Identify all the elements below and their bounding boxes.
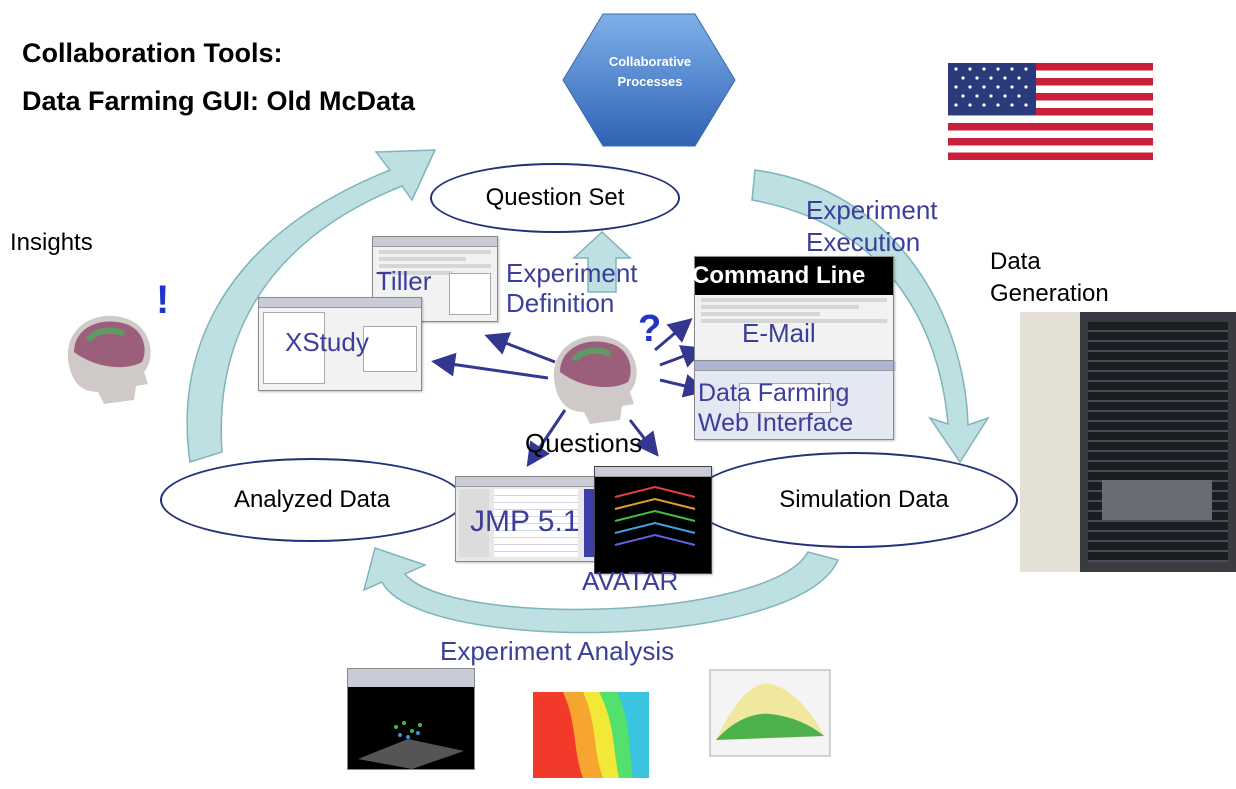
label-experiment-definition-line-1: Experiment	[506, 258, 638, 288]
email-screenshot	[694, 256, 894, 370]
label-experiment-analysis: Experiment Analysis	[440, 636, 675, 666]
hexagon-label: Collaborative Processes	[598, 52, 702, 92]
label-data-generation-line-2: Generation	[990, 280, 1109, 307]
web-interface-screenshot	[694, 360, 894, 440]
label-experiment-execution: Experiment Execution	[806, 194, 938, 258]
analysis-surface-chart-image	[709, 669, 831, 757]
cycle-arrow-execution	[751, 169, 990, 464]
hexagon-label-line-2: Processes	[617, 74, 683, 89]
label-data-generation-line-1: Data	[990, 248, 1041, 275]
analysis-3d-plot-image	[347, 668, 475, 770]
label-experiment-execution-line-2: Execution	[806, 227, 921, 257]
insight-head-icon	[67, 315, 151, 404]
label-jmp: JMP 5.1	[470, 505, 580, 538]
label-email: E-Mail	[742, 318, 816, 348]
title-line-2: Data Farming GUI: Old McData	[22, 86, 416, 116]
label-experiment-definition-line-2: Definition	[506, 288, 615, 318]
node-question-set-label: Question Set	[485, 184, 625, 211]
node-simulation-data: Simulation Data	[690, 452, 1018, 548]
server-rack-photo	[1020, 312, 1236, 572]
question-mark: ?	[638, 308, 662, 350]
cycle-arrow-analysis	[362, 547, 840, 634]
label-questions: Questions	[525, 428, 643, 458]
exclamation-mark: !	[156, 278, 170, 322]
label-experiment-definition: Experiment Definition	[506, 258, 638, 318]
label-command-line: Command Line	[692, 262, 866, 289]
arrow-experiment-definition	[572, 230, 632, 293]
label-insights: Insights	[10, 229, 93, 256]
label-web-interface: Data Farming Web Interface	[698, 378, 853, 438]
avatar-screenshot	[594, 466, 712, 574]
node-question-set: Question Set	[430, 163, 680, 233]
collaborative-processes-hexagon	[562, 13, 736, 147]
node-analyzed-data: Analyzed Data	[160, 458, 464, 542]
analysis-contour-map-image	[533, 692, 649, 778]
tiller-screenshot	[372, 236, 498, 322]
label-xstudy: XStudy	[285, 327, 369, 357]
label-web-interface-line-2: Web Interface	[698, 409, 854, 437]
questions-head-icon	[553, 335, 637, 424]
hexagon-label-line-1: Collaborative	[608, 54, 692, 69]
label-experiment-execution-line-1: Experiment	[806, 195, 938, 225]
node-analyzed-data-label: Analyzed Data	[233, 486, 391, 513]
us-flag-icon	[948, 63, 1153, 160]
cycle-arrow-analysis-to-insight	[186, 149, 437, 463]
label-data-generation: Data Generation	[990, 246, 1109, 310]
jmp-screenshot	[455, 476, 609, 562]
label-web-interface-line-1: Data Farming	[698, 379, 850, 407]
label-tiller: Tiller	[376, 266, 432, 296]
node-simulation-data-label: Simulation Data	[779, 486, 949, 513]
title-line-1: Collaboration Tools:	[22, 38, 283, 68]
xstudy-screenshot	[258, 297, 422, 391]
label-avatar: AVATAR	[582, 566, 679, 596]
